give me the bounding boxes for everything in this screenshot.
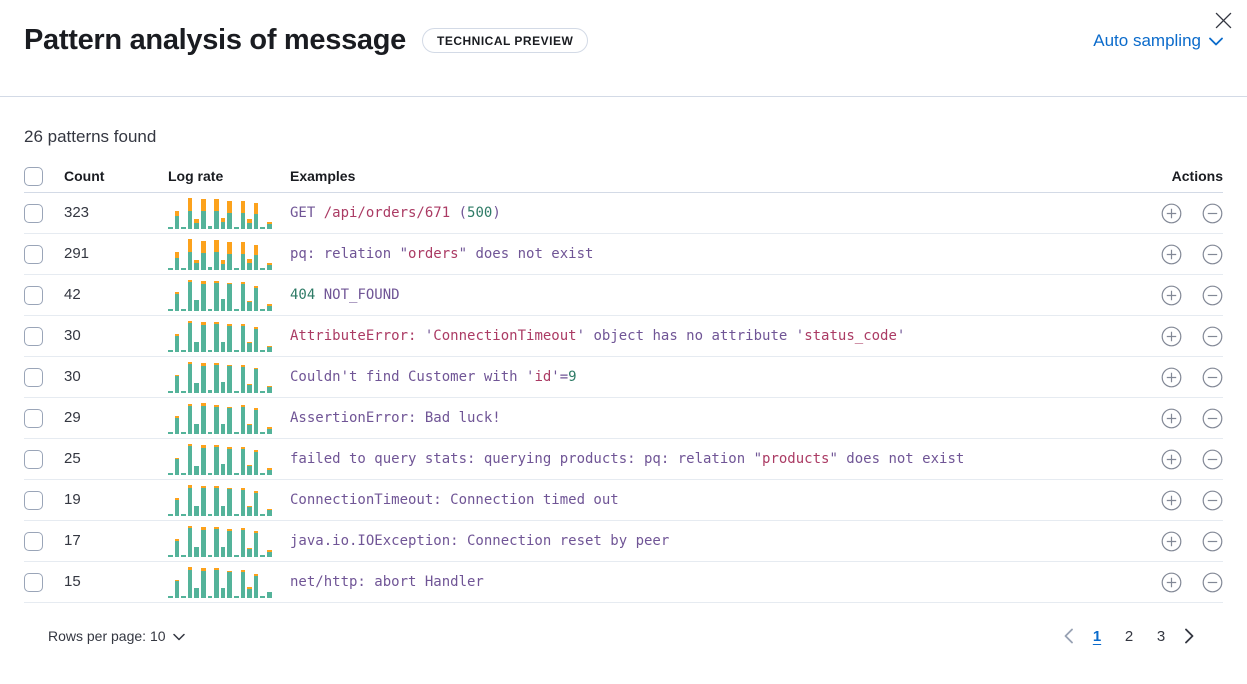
table-row: 19 ConnectionTimeout: Connection timed ou… [24,480,1223,521]
page-number-2[interactable]: 2 [1116,623,1142,649]
table-row: 30 AttributeError: 'ConnectionTimeout' ob… [24,316,1223,357]
pattern-example: pq: relation "orders" does not exist [290,246,594,262]
row-checkbox[interactable] [24,326,43,346]
pattern-example: AssertionError: Bad luck! [290,410,501,426]
flyout-header: Pattern analysis of message TECHNICAL PR… [0,0,1247,97]
column-header-count: Count [64,168,105,184]
filter-in-plus-icon[interactable] [1161,449,1182,470]
table-row: 291 pq: relation "orders" does not exist [24,234,1223,275]
table-row: 323 GET /api/orders/671 (500) [24,193,1223,234]
log-rate-sparkline [168,443,274,475]
pattern-count: 29 [64,409,81,426]
close-icon[interactable] [1207,4,1239,36]
filter-in-plus-icon[interactable] [1161,244,1182,265]
row-checkbox[interactable] [24,367,43,387]
row-checkbox[interactable] [24,285,43,305]
table-row: 42 404 NOT_FOUND [24,275,1223,316]
column-header-actions: Actions [1171,168,1223,184]
pattern-example: AttributeError: 'ConnectionTimeout' obje… [290,328,906,344]
column-header-examples: Examples [290,168,356,184]
page-number-1[interactable]: 1 [1084,623,1110,649]
pattern-count: 15 [64,573,81,590]
sampling-dropdown-label: Auto sampling [1093,30,1201,50]
filter-in-plus-icon[interactable] [1161,531,1182,552]
pattern-count: 30 [64,368,81,385]
filter-in-plus-icon[interactable] [1161,285,1182,306]
rows-per-page-label: Rows per page: 10 [48,628,166,644]
chevron-down-icon [172,628,185,644]
log-rate-sparkline [168,525,274,557]
pattern-example: net/http: abort Handler [290,574,484,590]
row-checkbox[interactable] [24,490,43,510]
row-checkbox[interactable] [24,408,43,428]
pattern-example: ConnectionTimeout: Connection timed out [290,492,619,508]
table-row: 17 java.io.IOException: Connection reset … [24,521,1223,562]
log-rate-sparkline [168,197,274,229]
log-rate-sparkline [168,361,274,393]
previous-page-icon[interactable] [1059,628,1078,644]
filter-out-minus-icon[interactable] [1202,490,1223,511]
table-row: 30 Couldn't find Customer with 'id'=9 [24,357,1223,398]
filter-out-minus-icon[interactable] [1202,244,1223,265]
select-all-checkbox[interactable] [24,166,43,186]
table-body: 323 GET /api/orders/671 (500) 291 pq: rela… [24,193,1223,603]
filter-out-minus-icon[interactable] [1202,408,1223,429]
next-page-icon[interactable] [1180,628,1199,644]
sampling-dropdown[interactable]: Auto sampling [1093,31,1223,51]
filter-out-minus-icon[interactable] [1202,449,1223,470]
pattern-count: 17 [64,532,81,549]
technical-preview-badge: TECHNICAL PREVIEW [421,28,589,53]
pattern-count: 19 [64,491,81,508]
chevron-down-icon [1209,31,1223,51]
filter-out-minus-icon[interactable] [1202,285,1223,306]
pattern-count: 25 [64,450,81,467]
row-checkbox[interactable] [24,572,43,592]
pattern-example: 404 NOT_FOUND [290,287,400,303]
row-checkbox[interactable] [24,531,43,551]
rows-per-page-button[interactable]: Rows per page: 10 [48,628,185,644]
filter-out-minus-icon[interactable] [1202,531,1223,552]
log-rate-sparkline [168,321,274,352]
pattern-example: GET /api/orders/671 (500) [290,205,501,221]
page-number-3[interactable]: 3 [1148,623,1174,649]
filter-in-plus-icon[interactable] [1161,408,1182,429]
filter-out-minus-icon[interactable] [1202,367,1223,388]
filter-out-minus-icon[interactable] [1202,203,1223,224]
page-title: Pattern analysis of message [24,24,406,56]
filter-in-plus-icon[interactable] [1161,326,1182,347]
filter-in-plus-icon[interactable] [1161,203,1182,224]
log-rate-sparkline [168,485,274,516]
filter-in-plus-icon[interactable] [1161,490,1182,511]
table-row: 15 net/http: abort Handler [24,562,1223,603]
filter-in-plus-icon[interactable] [1161,572,1182,593]
pattern-count: 323 [64,204,90,221]
column-header-log-rate: Log rate [168,168,224,184]
pattern-count: 42 [64,286,81,303]
pattern-example: java.io.IOException: Connection reset by… [290,533,670,549]
log-rate-sparkline [168,567,274,598]
log-rate-sparkline [168,403,274,434]
table-row: 29 AssertionError: Bad luck! [24,398,1223,439]
pattern-example: Couldn't find Customer with 'id'=9 [290,369,577,385]
pattern-count: 30 [64,327,81,344]
pattern-example: failed to query stats: querying products… [290,451,965,467]
row-checkbox[interactable] [24,449,43,469]
filter-out-minus-icon[interactable] [1202,326,1223,347]
pattern-count: 291 [64,245,90,262]
table-row: 25 failed to query stats: querying produc… [24,439,1223,480]
table-header-row: Count Log rate Examples Actions [24,160,1223,193]
row-checkbox[interactable] [24,244,43,264]
patterns-found-count: 26 patterns found [24,127,157,146]
filter-out-minus-icon[interactable] [1202,572,1223,593]
row-checkbox[interactable] [24,203,43,223]
patterns-table: Count Log rate Examples Actions 323 GET /… [24,160,1223,603]
log-rate-sparkline [168,238,274,270]
filter-in-plus-icon[interactable] [1161,367,1182,388]
log-rate-sparkline [168,279,274,311]
